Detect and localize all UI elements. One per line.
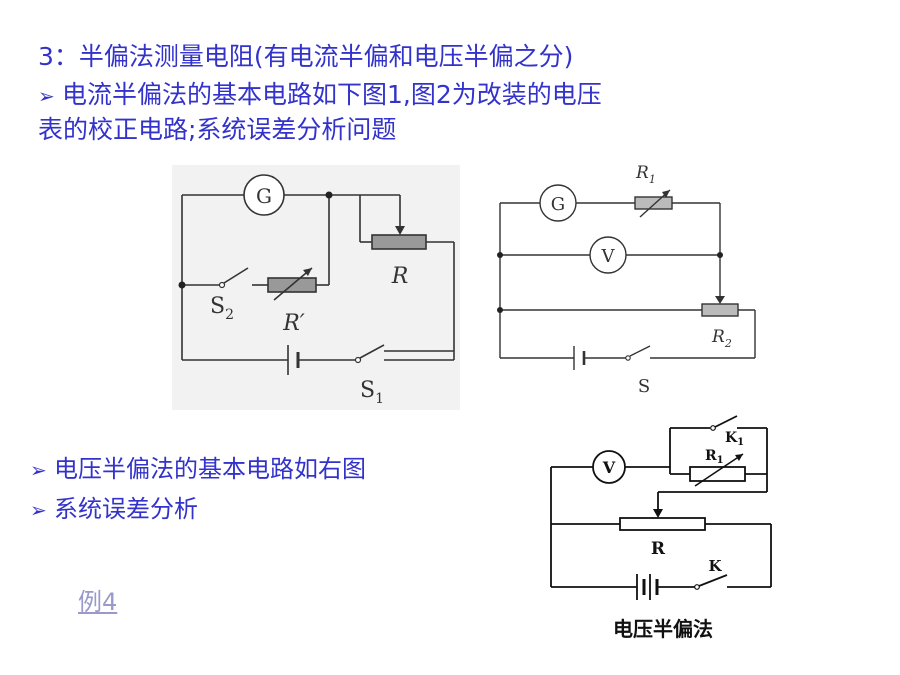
rheostat-slider-arrow-icon [715,296,725,304]
arrow-head-icon [735,454,743,461]
example-4-link[interactable]: 例4 [78,588,118,616]
circuit-diagram-1: G R S2 R′ S1 [172,165,460,410]
variable-arrow-icon [273,267,313,301]
switch-contact [625,355,631,361]
resistor-r1 [689,466,746,482]
r1-label: R1 [705,448,724,466]
switch1-contact [354,356,362,364]
switch-k1-contact [710,425,716,431]
switch-k-contact [694,584,700,590]
r2-label: R2 [711,327,732,350]
bullet1-line2: 表的校正电路;系统误差分析问题 [38,115,397,144]
bullet3-text: 系统误差分析 [54,495,198,523]
junction-dot [178,281,186,289]
switch-k1-lever [714,415,738,428]
switch-k-label: K [708,557,722,575]
rheostat-label: R [391,264,409,289]
arrow-head-icon [303,268,312,276]
circuit-diagram-2: G V R1 R2 S [497,163,756,397]
bullet-arrow-icon: ➢ [30,458,47,482]
junction-dot [717,252,723,258]
bullet2-text: 电压半偏法的基本电路如右图 [54,455,366,483]
voltmeter-symbol [592,450,626,484]
rheostat-label: R [651,539,666,559]
voltmeter-label: V [601,246,616,267]
switch-label: S [638,376,650,397]
junction-dot [497,307,503,313]
diagram3-caption: 电压半偏法 [613,617,713,641]
rheostat-slider-arrow-icon [653,509,663,518]
variable-arrow-icon [694,453,744,487]
galvanometer-label: G [551,194,565,215]
voltmeter-symbol [589,236,627,274]
galvanometer-symbol [539,184,577,222]
rheostat-r [371,234,427,250]
switch2-label: S2 [210,294,234,323]
junction-dot [497,252,503,258]
circuit-diagram-3: V K1 R1 R K 电压半偏法 [550,415,772,641]
arrow-head-icon [662,190,670,198]
galvanometer-label: G [256,184,272,208]
switch-lever [629,345,651,357]
switch1-lever [359,344,385,359]
junction-dot [325,191,333,199]
resistor-box-label: R′ [282,311,305,336]
rheostat-slider-arrow-icon [395,226,405,235]
k1-label: K1 [725,430,744,448]
rheostat-r2 [701,303,739,317]
galvanometer-symbol [243,174,285,216]
bullet-arrow-icon: ➢ [38,84,55,108]
slide-title: 3：半偏法测量电阻(有电流半偏和电压半偏之分) [38,42,574,71]
rheostat-r [619,517,706,531]
bullet1-line1: 电流半偏法的基本电路如下图1,图2为改装的电压 [62,80,602,109]
resistor-r1 [634,196,673,210]
switch-k-lever [698,574,728,587]
bullet-current-half-deflection: ➢ 电流半偏法的基本电路如下图1,图2为改装的电压 表的校正电路;系统误差分析问题 [38,78,878,146]
switch2-contact [218,281,226,289]
bullet-voltage-half-deflection: ➢ 电压半偏法的基本电路如右图 [30,453,366,487]
switch1-label: S1 [360,378,384,407]
bullet-arrow-icon: ➢ [30,498,47,522]
r1-label: R1 [635,163,656,186]
bullet-error-analysis: ➢ 系统误差分析 [30,493,198,527]
voltmeter-label: V [602,458,616,477]
